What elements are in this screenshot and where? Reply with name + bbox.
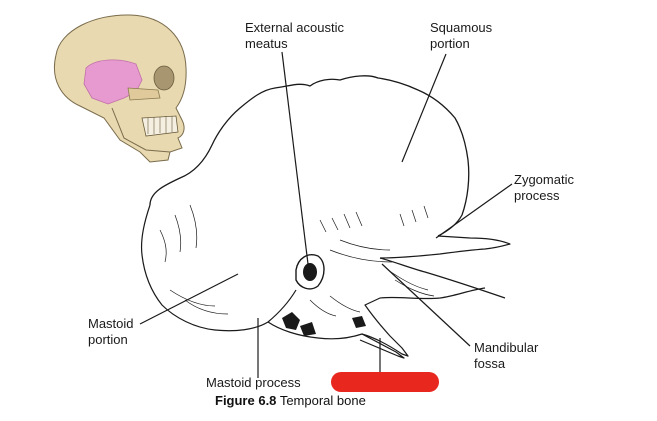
label-squamous-portion: Squamous portion xyxy=(430,20,492,52)
meatus-ring xyxy=(295,254,325,290)
leader-lines xyxy=(139,51,513,378)
mastoid-outline xyxy=(140,204,297,332)
leader-external-acoustic-meatus xyxy=(281,51,309,265)
label-line: Mastoid process xyxy=(206,375,301,390)
label-line-2: process xyxy=(514,188,560,203)
figure-caption: Figure 6.8 Temporal bone xyxy=(215,393,366,409)
label-zygomatic-process: Zygomatic process xyxy=(514,172,574,204)
lower-contour xyxy=(267,287,486,357)
label-mastoid-portion: Mastoid portion xyxy=(88,316,134,348)
skull-mandible xyxy=(111,107,171,153)
styloid-process xyxy=(359,333,405,359)
label-line-2: meatus xyxy=(245,36,288,51)
label-line-2: portion xyxy=(88,332,128,347)
temporal-bone xyxy=(140,75,511,359)
label-line-1: External acoustic xyxy=(245,20,344,35)
zygomatic-lower xyxy=(379,257,506,299)
meatus-opening xyxy=(303,263,317,281)
temporal-highlight xyxy=(83,59,143,105)
label-mastoid-process: Mastoid process xyxy=(206,375,301,391)
zygomatic-outline xyxy=(379,235,511,259)
redaction-mark xyxy=(331,372,439,392)
zygomatic-arch xyxy=(127,87,161,101)
label-line-1: Zygomatic xyxy=(514,172,574,187)
skull-orbit xyxy=(153,65,175,91)
squamous-outline xyxy=(149,75,470,237)
label-line-2: portion xyxy=(430,36,470,51)
label-line-2: fossa xyxy=(474,356,506,371)
bone-texture xyxy=(159,204,435,317)
caption-number: Figure 6.8 xyxy=(215,393,277,408)
leader-zygomatic-process xyxy=(435,183,513,239)
leader-mastoid-portion xyxy=(139,273,239,325)
label-line-1: Mandibular xyxy=(474,340,539,355)
leader-mandibular-fossa xyxy=(381,263,471,347)
mastoid-dark-patches xyxy=(282,312,366,336)
caption-text: Temporal bone xyxy=(279,393,366,408)
skull-inset xyxy=(54,14,187,163)
label-line-1: Mastoid xyxy=(88,316,134,331)
label-mandibular-fossa: Mandibular fossa xyxy=(474,340,538,372)
label-external-acoustic-meatus: External acoustic meatus xyxy=(245,20,344,52)
label-line-1: Squamous xyxy=(430,20,493,35)
leader-squamous-portion xyxy=(401,53,447,163)
